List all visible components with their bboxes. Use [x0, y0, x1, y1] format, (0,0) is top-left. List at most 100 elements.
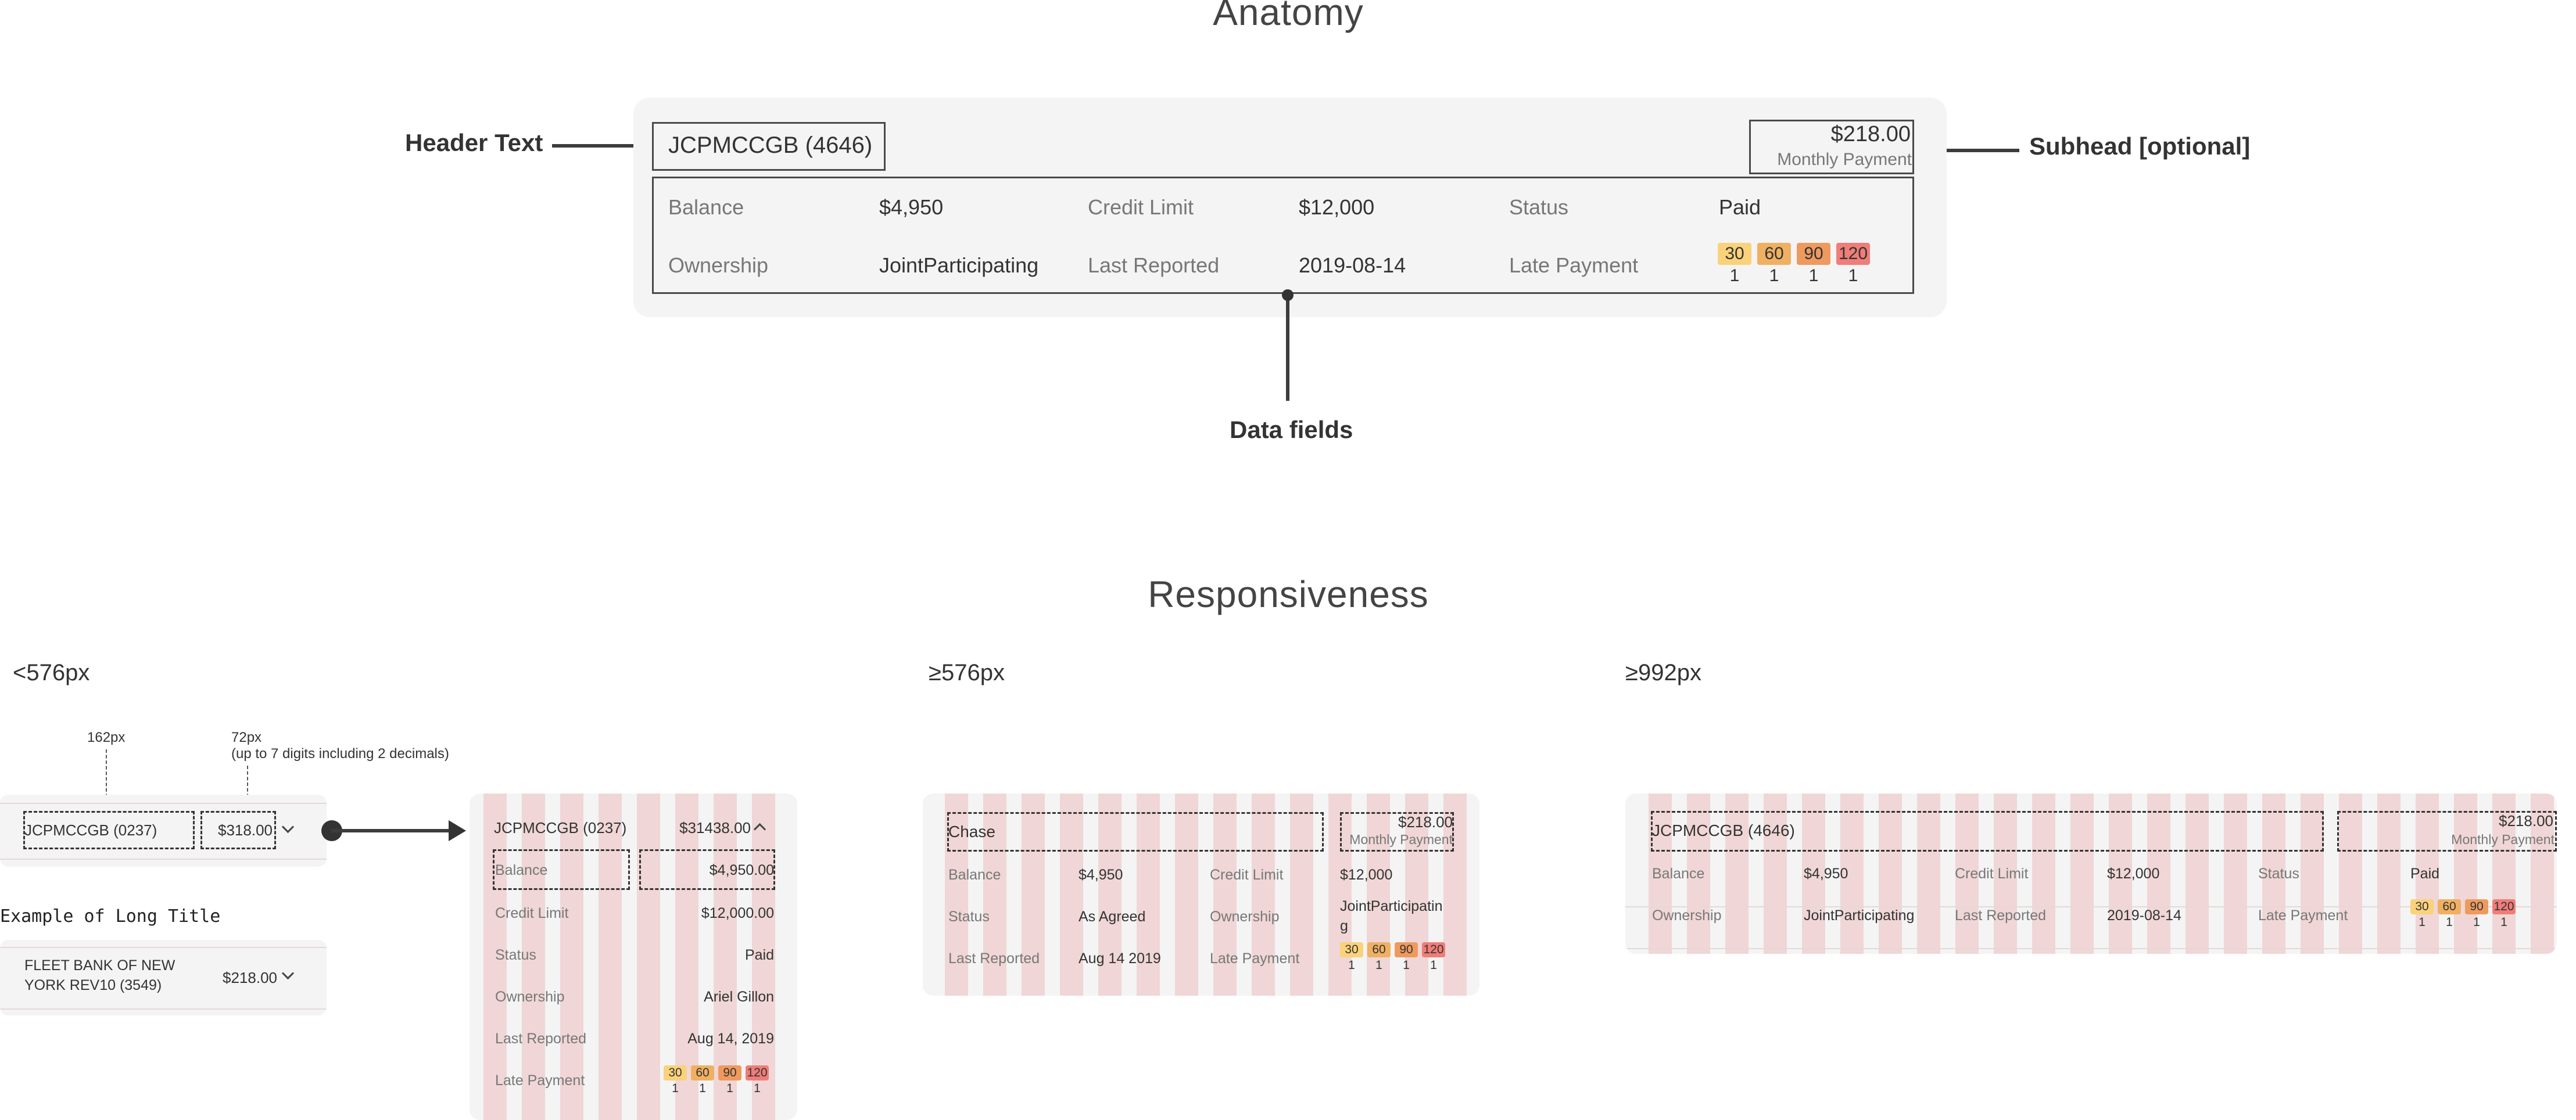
late-badge-90: 90	[1797, 243, 1830, 265]
monthly-payment-label: Monthly Payment	[1777, 150, 1912, 169]
chevron-down-icon[interactable]	[281, 967, 295, 980]
label-width-guide	[493, 849, 630, 890]
field-value: JointParticipatin	[1340, 898, 1443, 914]
field-label: Late Payment	[2258, 907, 2348, 924]
late-count: 1	[2500, 916, 2507, 929]
transition-arrow-head	[449, 820, 466, 841]
value-width-guide	[639, 849, 775, 890]
field-value: $12,000	[1299, 195, 1375, 219]
amount: $218.00	[1398, 813, 1453, 831]
chevron-up-icon[interactable]	[753, 823, 766, 836]
header-text-callout: Header Text	[405, 129, 543, 156]
late-count: 1	[2419, 916, 2425, 929]
late-count: 1	[1403, 959, 1410, 972]
chevron-down-icon[interactable]	[281, 820, 295, 834]
monthly-payment-amount: $218.00	[1830, 122, 1911, 146]
late-badge-30: 30	[1340, 942, 1363, 957]
field-label: Status	[1509, 195, 1569, 219]
field-label: Last Reported	[948, 950, 1040, 967]
amount-sub: Monthly Payment	[1349, 832, 1453, 847]
late-count: 1	[754, 1082, 761, 1095]
late-badge-120: 120	[1422, 942, 1445, 957]
field-value: 2019-08-14	[1299, 253, 1406, 277]
width-annotation-162: 162px	[87, 730, 126, 745]
width-annotation-line	[247, 766, 248, 803]
late-badge-60: 60	[1757, 243, 1791, 265]
account-header-line-2: YORK REV10 (3549)	[24, 977, 162, 993]
field-value: 2019-08-14	[2107, 907, 2181, 924]
field-label: Credit Limit	[1955, 866, 2029, 882]
field-value: JointParticipating	[879, 253, 1039, 277]
field-value: Ariel Gillon	[704, 989, 774, 1005]
medium-card[interactable]: Chase $218.00 Monthly Payment Balance $4…	[923, 794, 1479, 996]
field-label: Credit Limit	[1088, 195, 1194, 219]
field-value: $4,950.00	[709, 862, 774, 878]
late-badge-120: 120	[2492, 899, 2516, 914]
account-header: JCPMCCGB (4646)	[1652, 821, 1795, 839]
field-label: Balance	[495, 862, 548, 878]
field-label: Ownership	[1210, 909, 1280, 925]
anatomy-title: Anatomy	[1213, 0, 1364, 33]
header-guide	[1651, 811, 2324, 852]
late-badge-60: 60	[691, 1065, 714, 1080]
long-title-caption: Example of Long Title	[0, 906, 221, 927]
field-value: $12,000	[2107, 866, 2160, 882]
late-count: 1	[1348, 959, 1355, 972]
account-header: JCPMCCGB (4646)	[668, 132, 873, 158]
data-fields-callout-dot	[1282, 289, 1294, 301]
late-badge-30: 30	[664, 1065, 687, 1080]
amount: $318.00	[218, 821, 273, 839]
late-count: 1	[699, 1082, 706, 1095]
late-count: 1	[1848, 266, 1858, 285]
field-label: Last Reported	[1088, 253, 1220, 277]
width-annotation-72: 72px	[231, 730, 262, 745]
header-callout-line	[552, 144, 652, 148]
field-value: $4,950	[1804, 866, 1848, 882]
late-count: 1	[1729, 266, 1740, 285]
field-value: As Agreed	[1079, 909, 1146, 925]
late-count: 1	[726, 1082, 733, 1095]
late-count: 1	[2473, 916, 2480, 929]
field-label: Late Payment	[1509, 253, 1639, 277]
long-title-card[interactable]: FLEET BANK OF NEW YORK REV10 (3549) $218…	[0, 940, 327, 1015]
late-count: 1	[672, 1082, 679, 1095]
late-badge-60: 60	[1367, 942, 1391, 957]
field-value: $12,000	[1340, 867, 1393, 883]
small-expanded-card[interactable]: JCPMCCGB (0237) $31438.00 Balance $4,950…	[470, 794, 797, 1120]
late-badge-30: 30	[1718, 243, 1751, 265]
field-value: Paid	[2410, 866, 2440, 882]
subhead-callout: Subhead [optional]	[2029, 132, 2251, 160]
field-label: Late Payment	[1210, 950, 1300, 967]
late-badge-90: 90	[718, 1065, 741, 1080]
width-annotation-line	[106, 749, 107, 803]
field-value: Paid	[1719, 195, 1761, 219]
late-badge-120: 120	[746, 1065, 769, 1080]
account-header: JCPMCCGB (0237)	[24, 821, 157, 839]
field-value: Aug 14, 2019	[687, 1031, 774, 1047]
late-count: 1	[1430, 959, 1437, 972]
late-badge-90: 90	[2465, 899, 2488, 914]
late-badge-30: 30	[2410, 899, 2434, 914]
field-value: $4,950	[879, 195, 944, 219]
subhead-guide	[2337, 811, 2557, 852]
subhead-callout-line	[1918, 149, 2019, 152]
field-label: Late Payment	[495, 1072, 585, 1089]
field-label: Credit Limit	[1210, 867, 1284, 883]
subhead-guide	[1340, 812, 1454, 852]
amount-sub: Monthly Payment	[2451, 832, 2554, 847]
field-value: Aug 14 2019	[1079, 950, 1161, 967]
late-count: 1	[1808, 266, 1819, 285]
responsiveness-title: Responsiveness	[1148, 573, 1429, 615]
header-width-guide	[23, 811, 195, 849]
small-collapsed-card[interactable]: JCPMCCGB (0237) $318.00	[0, 795, 327, 867]
header-guide	[947, 812, 1324, 852]
field-label: Last Reported	[1955, 907, 2047, 924]
field-value: $4,950	[1079, 867, 1123, 883]
anatomy-account-card[interactable]: JCPMCCGB (4646) $218.00 Monthly Payment …	[633, 98, 1947, 317]
breakpoint-small: <576px	[13, 660, 90, 685]
late-badge-120: 120	[1836, 243, 1870, 265]
late-badge-90: 90	[1395, 942, 1418, 957]
field-label: Balance	[1652, 866, 1705, 882]
late-count: 1	[1769, 266, 1779, 285]
large-card[interactable]: JCPMCCGB (4646) $218.00 Monthly Payment …	[1625, 794, 2557, 954]
